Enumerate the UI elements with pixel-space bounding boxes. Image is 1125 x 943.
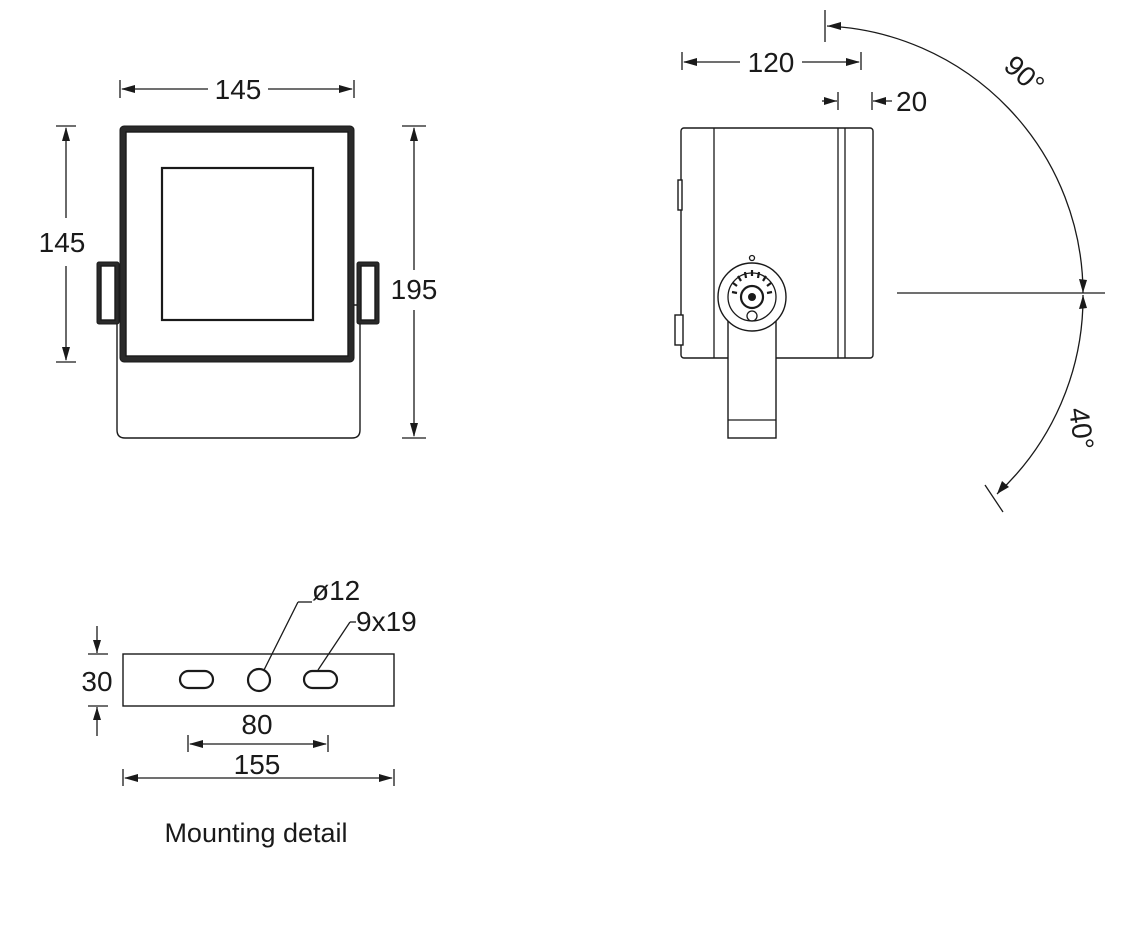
slot-size-callout: 9x19 xyxy=(317,606,417,671)
front-height-dimension: 145 xyxy=(39,125,86,363)
hole-spacing-dimension: 80 xyxy=(187,709,329,752)
slot-size-label: 9x19 xyxy=(356,606,417,637)
mounting-plate xyxy=(122,653,395,707)
hole-diameter-callout: ø12 xyxy=(263,575,360,671)
front-height-label: 145 xyxy=(39,227,86,258)
front-width-label: 145 xyxy=(215,74,262,105)
side-offset-dimension: 20 xyxy=(822,86,927,117)
front-total-height-label: 195 xyxy=(391,274,438,305)
tilt-up-label: 90° xyxy=(998,49,1050,100)
front-total-height-dimension: 195 xyxy=(391,125,438,439)
mounting-height-label: 30 xyxy=(81,666,112,697)
side-depth-label: 120 xyxy=(748,47,795,78)
hole-spacing-label: 80 xyxy=(241,709,272,740)
mounting-slot-left xyxy=(178,669,215,690)
side-housing xyxy=(680,127,874,359)
mounting-detail: ø12 9x19 30 80 xyxy=(81,575,416,848)
front-lens xyxy=(160,166,315,322)
front-width-dimension: 145 xyxy=(119,74,355,105)
front-bezel xyxy=(125,131,349,357)
side-offset-label: 20 xyxy=(896,86,927,117)
mounting-detail-caption: Mounting detail xyxy=(164,818,347,848)
tilt-down-label: 40° xyxy=(1063,406,1100,452)
front-view: 145 145 195 xyxy=(39,74,438,439)
side-view: 120 20 90° 40° xyxy=(674,10,1105,513)
side-depth-dimension: 120 xyxy=(681,47,862,78)
mounting-slot-right xyxy=(302,669,339,690)
mounting-center-hole xyxy=(246,667,272,693)
side-pivot-knob xyxy=(717,254,787,332)
mounting-height-dimension: 30 xyxy=(81,626,113,736)
mounting-length-dimension: 155 xyxy=(122,749,395,786)
hole-diameter-label: ø12 xyxy=(312,575,360,606)
mounting-length-label: 155 xyxy=(234,749,281,780)
